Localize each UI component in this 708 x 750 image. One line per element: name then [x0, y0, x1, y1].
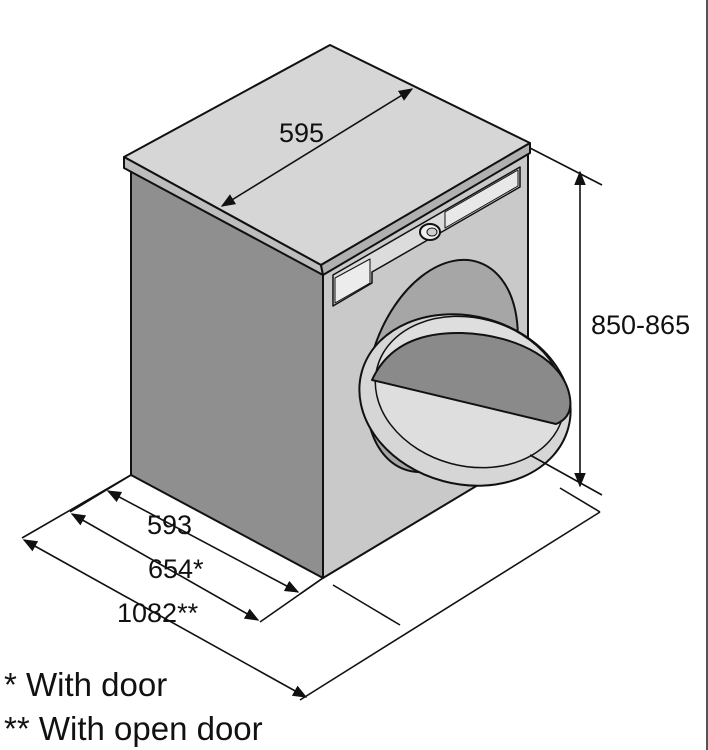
- top-edge-front: [320, 142, 531, 276]
- open-door: [358, 313, 572, 487]
- footnote-with-open-door: ** With open door: [4, 710, 263, 747]
- depth-extension-3: [21, 474, 132, 539]
- depth-extension-8: [299, 511, 601, 701]
- door-glass: [371, 331, 572, 425]
- footnote-with-door: * With door: [4, 666, 168, 703]
- depth-label: 593: [147, 510, 192, 540]
- right-border: [706, 0, 708, 750]
- program-knob: [419, 223, 441, 241]
- control-strip: [444, 169, 519, 229]
- height-label: 850-865: [591, 310, 690, 340]
- display-window: [334, 258, 371, 304]
- depth-with-door-label: 654*: [148, 554, 204, 584]
- depth-extension-6: [332, 584, 401, 626]
- width-dimension-line: [220, 88, 414, 207]
- dimension-lines: [21, 88, 603, 701]
- depth-open-door-label: 1082**: [117, 598, 199, 628]
- width-label: 595: [279, 118, 324, 148]
- depth-extension-7: [559, 487, 601, 513]
- depth-open-door-line: [22, 539, 308, 698]
- depth-extension-5: [259, 577, 324, 623]
- height-extension-top: [529, 147, 603, 186]
- height-extension-bottom: [529, 454, 603, 496]
